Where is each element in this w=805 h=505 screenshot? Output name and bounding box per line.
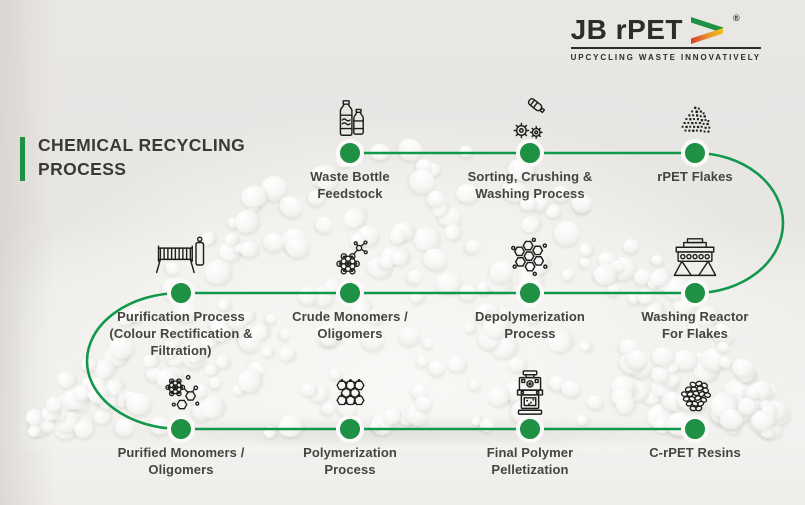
flow-node-label: Sorting, Crushing & Washing Process: [467, 169, 593, 201]
flow-node-label: Washing Reactor For Flakes: [641, 309, 749, 341]
logo-arrow-icon: [691, 17, 724, 44]
flow-dot: [336, 415, 364, 443]
flow-dot: [681, 139, 709, 167]
hexagon-cluster-icon: [508, 237, 552, 281]
registered-mark: ®: [733, 13, 740, 23]
flow-dot: [336, 279, 364, 307]
page-title: CHEMICAL RECYCLING PROCESS: [38, 135, 246, 179]
flow-node-label: C-rPET Resins: [649, 445, 741, 460]
logo-divider: [570, 47, 761, 49]
flow-node-label: Final Polymer Pelletization: [486, 445, 574, 477]
flow-node-label: Crude Monomers / Oligomers: [292, 309, 408, 341]
crusher-gears-icon: [508, 97, 552, 141]
flow-node-label: Purification Process (Colour Rectificati…: [109, 309, 253, 358]
flow-dot: [516, 415, 544, 443]
flow-dot: [681, 279, 709, 307]
polymer-lattice-icon: [328, 373, 372, 417]
title-accent-bar: [20, 137, 25, 181]
flow-node-label: Waste Bottle Feedstock: [310, 169, 390, 201]
logo-tagline: UPCYCLING WASTE INNOVATIVELY: [570, 53, 761, 62]
purified-molecule-icon: [159, 373, 203, 417]
flow-node-label: Depolymerization Process: [475, 309, 585, 341]
flakes-pile-icon: [673, 101, 717, 141]
flow-node-label: Purified Monomers / Oligomers: [117, 445, 245, 477]
flow-dot: [516, 279, 544, 307]
flow-dot: [167, 279, 195, 307]
logo-wordmark: JB rPET: [570, 14, 684, 45]
title-block: CHEMICAL RECYCLING PROCESS: [20, 134, 245, 181]
filter-machine-icon: [151, 234, 211, 281]
resin-pellets-icon: [673, 377, 717, 417]
flow-node-label: rPET Flakes: [657, 169, 733, 184]
bottles-icon: [328, 97, 372, 141]
flow-dot: [681, 415, 709, 443]
reactor-machine-icon: [665, 236, 725, 281]
flow-dot: [167, 415, 195, 443]
flow-node-label: Polymerization Process: [303, 445, 397, 477]
flow-dot: [516, 139, 544, 167]
pelletizer-machine-icon: [510, 369, 550, 417]
flow-dot: [336, 139, 364, 167]
logo: JB rPET ® UPCYCLING WASTE INNOVATIVELY: [570, 13, 761, 62]
molecule-icon: [328, 237, 372, 281]
